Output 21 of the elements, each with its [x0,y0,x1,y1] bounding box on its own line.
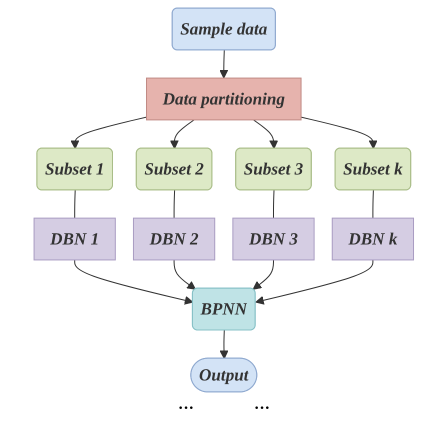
ellipsis-text: ··· [178,400,194,419]
node-box [146,78,302,120]
connector [74,190,76,218]
connector [174,190,176,218]
connector [372,190,374,218]
arrow [253,119,278,149]
arrow [70,116,147,149]
node-box [34,218,116,260]
arrow [220,330,229,360]
node-box [232,218,315,260]
arrow [220,50,228,78]
arrow [174,260,196,290]
arrow [301,116,378,149]
arrow [74,260,194,305]
arrow [170,119,195,149]
ellipsis-text: ··· [254,400,270,419]
node-box [133,218,216,260]
node-box [332,218,414,260]
connector [273,190,275,218]
arrow [255,260,374,305]
arrow [252,260,274,290]
